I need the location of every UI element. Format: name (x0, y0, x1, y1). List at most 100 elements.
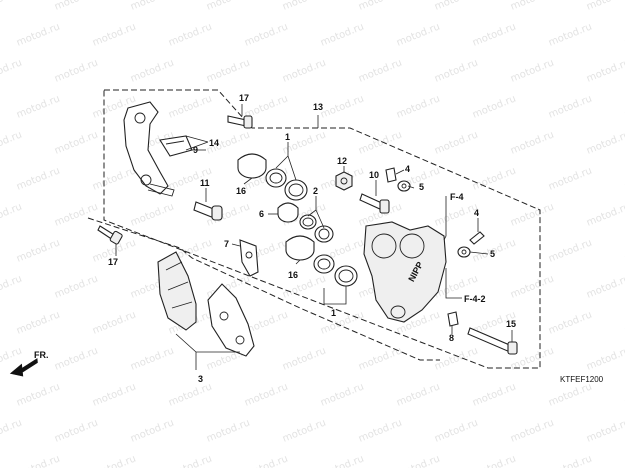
watermark-text: motod.ru (53, 345, 100, 372)
screw-lower (469, 231, 485, 245)
watermark-text: motod.ru (15, 165, 62, 192)
watermark-text: motod.ru (433, 201, 480, 228)
watermark-text: motod.ru (547, 453, 594, 468)
callout-7: 7 (224, 239, 229, 249)
watermark-text: motod.ru (167, 453, 214, 468)
watermark-text: motod.ru (585, 345, 625, 372)
watermark-text: motod.ru (471, 453, 518, 468)
watermark-text: motod.ru (319, 381, 366, 408)
watermark-text: motod.ru (547, 93, 594, 120)
callout-16-upper: 16 (236, 186, 246, 196)
watermark-text: motod.ru (91, 21, 138, 48)
watermark-text: motod.ru (319, 309, 366, 336)
watermark-text: motod.ru (243, 21, 290, 48)
seal-set-lower (313, 254, 358, 287)
caliper-body: NIPP (363, 221, 447, 323)
callout-3: 3 (198, 374, 203, 384)
watermark-text: motod.ru (281, 417, 328, 444)
watermark-text: motod.ru (433, 129, 480, 156)
watermark-text: motod.ru (167, 93, 214, 120)
caliper-bolt (359, 193, 390, 214)
callout-labels: 13 17 14 9 1 16 2 6 16 1 7 11 12 10 4 5 … (108, 93, 516, 384)
callout-8: 8 (449, 333, 454, 343)
watermark-text: motod.ru (281, 57, 328, 84)
bolt-17-top (227, 115, 253, 129)
watermark-text: motod.ru (547, 237, 594, 264)
callout-17-top: 17 (239, 93, 249, 103)
watermark-text: motod.ru (585, 273, 625, 300)
watermark-text: motod.ru (129, 417, 176, 444)
watermark-text: motod.ru (395, 93, 442, 120)
piston-middle (277, 202, 299, 223)
callout-9: 9 (193, 145, 198, 155)
washer-lower (457, 246, 471, 258)
watermark-text: motod.ru (547, 165, 594, 192)
watermark-text: motod.ru (0, 0, 24, 13)
watermark-text: motod.ru (547, 21, 594, 48)
watermark-text: motod.ru (15, 453, 62, 468)
watermark-text: motod.ru (91, 381, 138, 408)
watermark-text: motod.ru (395, 381, 442, 408)
pad-pin (467, 327, 518, 355)
callout-10: 10 (369, 170, 379, 180)
watermark-text: motod.ru (91, 165, 138, 192)
seal-set-middle (299, 214, 334, 243)
watermark-text: motod.ru (53, 57, 100, 84)
watermark-text: motod.ru (395, 453, 442, 468)
callout-15: 15 (506, 319, 516, 329)
watermark-text: motod.ru (471, 21, 518, 48)
watermark-text: motod.ru (91, 453, 138, 468)
ref-f4-2: F-4-2 (464, 294, 486, 304)
watermark-text: motod.ru (243, 453, 290, 468)
watermark-text: motod.ru (585, 57, 625, 84)
watermark-text: motod.ru (319, 93, 366, 120)
watermark-text: motod.ru (319, 21, 366, 48)
watermark-text: motod.ru (509, 0, 556, 13)
watermark-text: motod.ru (15, 21, 62, 48)
watermark-text: motod.ru (129, 0, 176, 13)
watermark-text: motod.ru (357, 0, 404, 13)
callout-12: 12 (337, 156, 347, 166)
watermark-text: motod.ru (205, 417, 252, 444)
watermark-text: motod.ru (357, 129, 404, 156)
bleeder-valve (447, 311, 459, 327)
seal-set-upper (265, 168, 308, 201)
watermark-text: motod.ru (53, 273, 100, 300)
watermark-text: motod.ru (53, 0, 100, 13)
bleeder-cap (335, 171, 353, 191)
callout-1-upper: 1 (285, 132, 290, 142)
callout-11: 11 (200, 178, 210, 188)
bolt-17-bottom (97, 225, 123, 245)
callout-2: 2 (313, 186, 318, 196)
ref-f4: F-4 (450, 192, 464, 202)
watermark-text: motod.ru (0, 201, 24, 228)
piston-upper (237, 153, 267, 179)
callout-16-lower: 16 (288, 270, 298, 280)
watermark-text: motod.ru (357, 417, 404, 444)
watermark-text: motod.ru (129, 201, 176, 228)
callout-17-bottom: 17 (108, 257, 118, 267)
callout-6: 6 (259, 209, 264, 219)
watermark-text: motod.ru (433, 57, 480, 84)
screw-upper (385, 167, 397, 183)
callout-5-lower: 5 (490, 249, 495, 259)
watermark-text: motod.ru (509, 273, 556, 300)
watermark-text: motod.ru (281, 345, 328, 372)
callout-4-upper: 4 (405, 164, 410, 174)
subassembly-outline (87, 217, 440, 361)
watermark-text: motod.ru (15, 237, 62, 264)
watermark-text: motod.ru (53, 417, 100, 444)
callout-4-lower: 4 (474, 208, 479, 218)
watermark-text: motod.ru (129, 57, 176, 84)
callout-1-lower: 1 (331, 308, 336, 318)
watermark-text: motod.ru (281, 0, 328, 13)
forward-direction: FR. (9, 350, 49, 377)
watermark-text: motod.ru (509, 417, 556, 444)
watermark-text: motod.ru (509, 129, 556, 156)
watermark-text: motod.ru (53, 201, 100, 228)
pad-retainer (159, 135, 193, 157)
watermark-text: motod.ru (471, 381, 518, 408)
watermark-text: motod.ru (509, 201, 556, 228)
watermark-text: motod.ru (167, 381, 214, 408)
assembly-outline (103, 89, 541, 369)
